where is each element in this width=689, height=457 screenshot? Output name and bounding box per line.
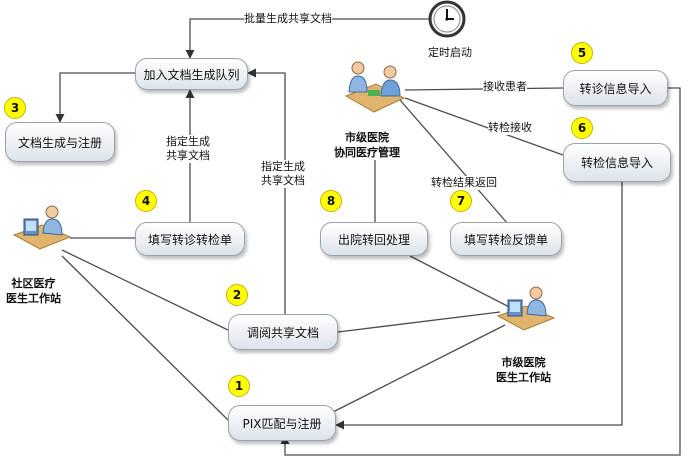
city-coop-label: 市级医院 协同医疗管理 [334,130,400,160]
step-badge: 8 [320,190,342,212]
edge-queue-to-register [55,72,135,123]
city-doctor-line: 市级医院 [501,356,546,369]
edge-community-to-pix [61,255,229,421]
doctor-computer-icon [496,286,556,331]
step-badge: 7 [450,190,472,212]
add-queue-node[interactable]: 加入文档生成队列 [135,58,248,90]
fill-feedback-node[interactable]: 填写转检反馈单 [450,222,562,256]
doctor-computer-icon [12,205,72,250]
receive-patient-label: 接收患者 [483,80,527,94]
step-badge: 3 [4,97,26,119]
discharge-node[interactable]: 出院转回处理 [320,222,428,256]
fill-referral-node[interactable]: 填写转诊转检单 [135,222,245,256]
edge-exam-import-to-pix [335,182,623,430]
step-badge: 5 [571,42,593,64]
community-station-line: 社区医疗 [11,277,56,290]
city-coop-line: 协同医疗管理 [334,146,400,159]
exam-import-node[interactable]: 转检信息导入 [563,143,671,182]
city-doctor-label: 市级医院 医生工作站 [496,355,551,385]
clock-icon [428,0,466,38]
edge-timer-to-queue [185,18,430,59]
edge-community-to-review [61,249,229,331]
community-station-label: 社区医疗 医生工作站 [6,276,61,306]
designate-generate-label: 指定生成共享文档 [163,135,213,163]
edge-referral-import-loop [280,87,681,456]
timer-label: 定时启动 [428,46,472,59]
review-docs-node[interactable]: 调阅共享文档 [228,314,338,350]
edge-city-to-pix [332,324,506,413]
city-coop-line: 市级医院 [345,131,389,144]
edge-review-to-city [337,311,501,333]
result-return-label: 转检结果返回 [431,176,497,190]
edge-review-to-queue [247,68,286,314]
edge-coop-to-exam-import [404,97,564,156]
doc-register-node[interactable]: 文档生成与注册 [5,122,115,162]
step-badge: 4 [135,190,157,212]
designate-generate-label: 指定生成共享文档 [258,160,308,188]
edge-discharge-to-city [409,255,516,311]
community-station-line: 医生工作站 [6,292,61,305]
referral-import-node[interactable]: 转诊信息导入 [563,70,668,106]
edge-coop-to-feedback [399,99,509,225]
step-badge: 6 [571,117,593,139]
pix-node[interactable]: PIX匹配与注册 [228,405,336,441]
doctor-consult-icon [344,61,406,113]
receive-exam-label: 转检接收 [488,121,532,135]
batch-generate-label: 批量生成共享文档 [244,12,332,26]
step-badge: 1 [228,375,250,397]
city-doctor-line: 医生工作站 [496,371,551,384]
step-badge: 2 [226,284,248,306]
